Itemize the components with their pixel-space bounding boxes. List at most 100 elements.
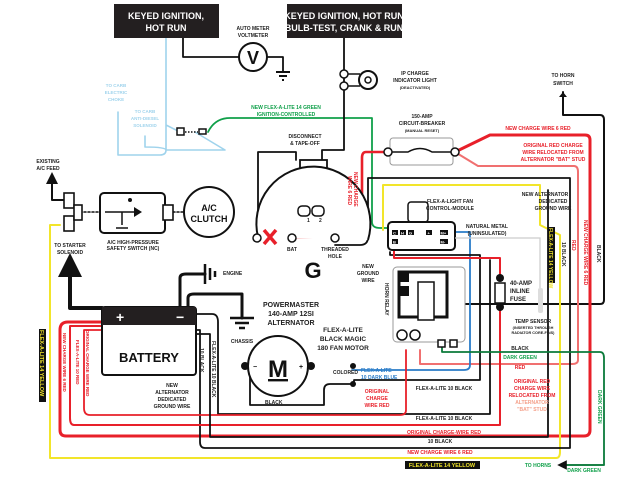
wire-ignition-run xyxy=(257,37,345,236)
label: SOLENOID xyxy=(57,250,84,256)
wire-light-blue xyxy=(117,37,226,156)
label: GROUND xyxy=(357,271,380,277)
label: & TAPE-OFF xyxy=(290,141,320,147)
label: "BAT" STUD xyxy=(517,407,547,413)
label: TO CARB xyxy=(106,83,127,88)
wire-orig-charge-red xyxy=(83,329,407,416)
fan-motor: M − + FLEX-A-LITE BLACK MAGIC 180 FAN MO… xyxy=(241,327,369,406)
wire-chassis-ground xyxy=(186,292,244,320)
label: ORIGINAL RED xyxy=(514,379,551,385)
wire-flex-10-black xyxy=(195,251,491,415)
label: ORIGINAL CHARGE WIRE RED xyxy=(85,330,90,397)
label: BLACK MAGIC xyxy=(320,336,367,343)
label: INLINE xyxy=(510,289,530,295)
horn-switch-label: TO HORN xyxy=(552,73,575,79)
label: 10 BLACK xyxy=(198,348,204,373)
box-title: HOT RUN xyxy=(146,23,187,33)
label: POWERMASTER xyxy=(263,302,319,309)
label: SAFETY SWITCH (NC) xyxy=(107,246,160,252)
label: (DEACTIVATED) xyxy=(400,85,431,90)
label: INDICATOR LIGHT xyxy=(393,78,437,84)
box-title: KEYED IGNITION, HOT RUN xyxy=(284,11,404,21)
label: ALTERNATOR xyxy=(515,400,549,406)
label: 10 DARK BLUE xyxy=(361,375,398,381)
label: NEW xyxy=(362,264,374,270)
label: FLEX-A-LITE xyxy=(323,327,363,334)
wire-engine-ground xyxy=(178,272,207,310)
connector xyxy=(176,127,185,136)
label: NEW FLEX-A-LITE 14 GREEN xyxy=(251,105,321,111)
wire-dark-blue xyxy=(351,231,471,371)
circuit-breaker: 150-AMP CIRCUIT-BREAKER (MANUAL RESET) xyxy=(383,114,460,166)
wire-yellow xyxy=(49,184,561,459)
label: FLEX-A-LITE 10 BLACK xyxy=(416,386,473,392)
label: HOLE xyxy=(328,254,343,260)
voltmeter: V AUTO METER VOLTMETER xyxy=(237,26,290,81)
label: CONTROL-MODULE xyxy=(426,206,475,212)
label: CLUTCH xyxy=(191,214,228,224)
label: BAT xyxy=(287,247,297,253)
positive-terminal: + xyxy=(116,309,124,325)
label: FUSE xyxy=(510,297,526,303)
knob-icon xyxy=(407,201,429,223)
label: NEW CHARGE WIRE 6 RED xyxy=(62,333,67,393)
label: AUTO METER xyxy=(237,26,270,32)
connector xyxy=(73,204,83,221)
label: WIRE RED xyxy=(365,403,390,409)
wire-dark-green xyxy=(441,344,605,466)
label: (MANUAL RESET) xyxy=(405,128,440,133)
label: BLACK xyxy=(595,245,601,263)
label: 150-AMP xyxy=(411,114,433,120)
label: BLACK xyxy=(511,346,529,352)
ac-safety-switch: A/C HIGH-PRESSURE SAFETY SWITCH (NC) xyxy=(99,192,166,252)
label: ELECTRIC xyxy=(105,90,128,95)
temp-sensor xyxy=(538,288,543,313)
label: RED xyxy=(570,240,576,251)
label: 140-AMP 12SI xyxy=(268,311,314,318)
label: A/C FEED xyxy=(36,166,60,172)
wire-voltmeter xyxy=(182,37,284,73)
label: 10 BLACK xyxy=(560,242,566,267)
battery: + − BATTERY xyxy=(101,306,197,376)
label: ORIGINAL RED CHARGE xyxy=(523,143,583,149)
label: CHASSIS xyxy=(231,339,254,345)
label: IGNITION-CONTROLLED xyxy=(257,112,316,118)
label: IP CHARGE xyxy=(401,71,429,77)
label: RELOCATED FROM xyxy=(509,393,556,399)
label: (INSERTED THROUGH xyxy=(513,326,554,330)
pin-label: B xyxy=(393,240,396,245)
label: NEW CHARGE WIRE 6 RED xyxy=(407,450,473,456)
label: 10 BLACK xyxy=(428,439,453,445)
label: A/C xyxy=(201,203,217,213)
generator-symbol: G xyxy=(304,258,321,283)
label: TO HORNS xyxy=(525,463,552,469)
label: − xyxy=(253,364,257,371)
label: DARK GREEN xyxy=(503,355,537,361)
battery-label: BATTERY xyxy=(119,350,179,365)
keyed-ignition-bulb-test-box: KEYED IGNITION, HOT RUN BULB-TEST, CRANK… xyxy=(284,4,404,38)
label: FLEX-A-LITE 14 YELLOW xyxy=(547,228,553,288)
wire-10-black-bottom xyxy=(195,189,549,438)
label: ALTERNATOR "BAT" STUD xyxy=(521,157,586,163)
yellow-label-left: FLEX-A-LITE 14 YELLOW xyxy=(38,329,46,402)
label: CHOKE xyxy=(108,97,124,102)
label: RADIATOR CORE-FINS) xyxy=(512,331,556,335)
pin-label: 2 xyxy=(319,218,322,224)
wire-green xyxy=(207,117,421,229)
pin-label: H xyxy=(401,231,404,236)
yellow-label: FLEX-A-LITE 14 YELLOW xyxy=(547,227,555,288)
label: FLEX-A-LITE 14 YELLOW xyxy=(409,463,476,469)
label: WIRE xyxy=(361,278,375,284)
ip-charge-indicator-light: IP CHARGE INDICATOR LIGHT (DEACTIVATED) xyxy=(339,69,437,91)
wire-ac-feed xyxy=(46,172,66,201)
horn-switch-label: SWITCH xyxy=(553,81,573,87)
chassis-ground-icon xyxy=(230,316,254,330)
label: ALTERNATOR xyxy=(155,390,189,396)
label: RED xyxy=(515,365,526,371)
label: DEDICATED xyxy=(539,199,568,205)
pin-label: 1 xyxy=(307,218,310,224)
pin-label: C xyxy=(393,231,396,236)
label: CHARGE xyxy=(366,396,388,402)
label: DISCONNECT xyxy=(288,134,321,140)
